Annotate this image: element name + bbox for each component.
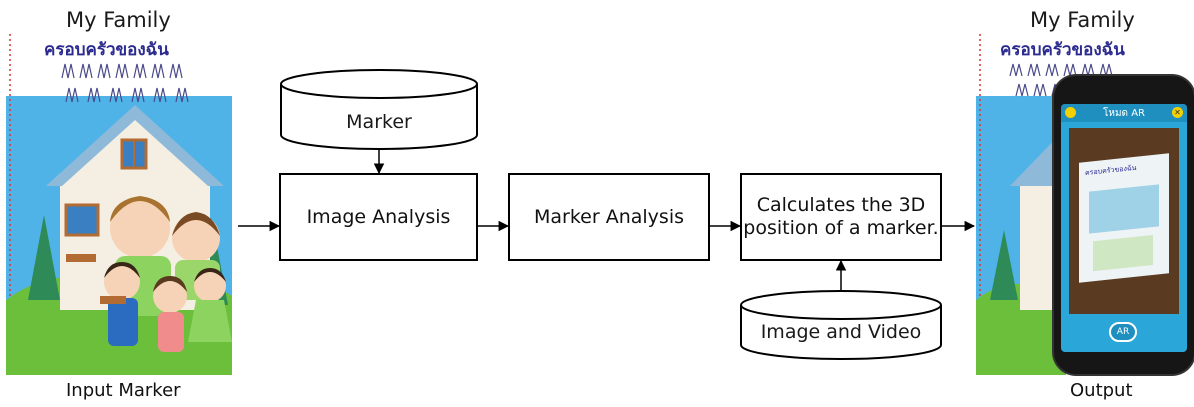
calc-label-line1: Calculates the 3D bbox=[756, 194, 926, 217]
phone-screen: โหมด AR ✕ ครอบครัวของฉัน AR bbox=[1061, 104, 1187, 352]
ar-button-label: AR bbox=[1116, 327, 1130, 337]
input-cover-thai-title: ครอบครัวของฉัน bbox=[44, 40, 169, 60]
image-analysis-label: Image Analysis bbox=[306, 205, 451, 228]
screen-close-icon[interactable]: ✕ bbox=[1172, 107, 1183, 118]
calc-label-line2: position of a marker. bbox=[743, 217, 939, 239]
image-analysis-box: Image Analysis bbox=[279, 173, 478, 261]
input-marker-caption: Input Marker bbox=[66, 380, 181, 401]
media-db-label: Image and Video bbox=[760, 321, 922, 343]
family-characters bbox=[104, 196, 232, 352]
output-illustration: My Family ครอบครัวของฉัน โหมด AR ✕ ครอบค… bbox=[970, 0, 1194, 375]
ar-camera-view: ครอบครัวของฉัน bbox=[1069, 128, 1179, 314]
screen-header: โหมด AR ✕ bbox=[1061, 104, 1187, 122]
calc-3d-position-box: Calculates the 3D position of a marker. bbox=[740, 173, 942, 261]
marker-analysis-label: Marker Analysis bbox=[534, 205, 684, 228]
ar-card-title: ครอบครัวของฉัน bbox=[1085, 163, 1137, 178]
input-marker-illustration: My Family ครอบครัวของฉัน bbox=[0, 0, 232, 375]
smartphone: โหมด AR ✕ ครอบครัวของฉัน AR bbox=[1054, 76, 1194, 374]
ar-button[interactable]: AR bbox=[1109, 322, 1137, 342]
input-cover-art bbox=[6, 0, 232, 375]
marker-db-cylinder bbox=[280, 69, 478, 150]
screen-menu-icon[interactable] bbox=[1065, 107, 1076, 118]
output-cover-art bbox=[976, 0, 1080, 375]
ar-video-panel bbox=[1089, 184, 1159, 234]
ar-family-thumbnail bbox=[1093, 234, 1153, 272]
output-cover-thai-title: ครอบครัวของฉัน bbox=[1000, 40, 1125, 60]
sign-language-hands-icon bbox=[61, 63, 189, 103]
output-caption: Output bbox=[1070, 380, 1133, 401]
marker-db-label: Marker bbox=[346, 111, 412, 133]
input-cover-title: My Family bbox=[66, 8, 171, 32]
ar-book-card: ครอบครัวของฉัน bbox=[1079, 153, 1169, 283]
marker-analysis-box: Marker Analysis bbox=[508, 173, 710, 261]
screen-title: โหมด AR bbox=[1102, 108, 1146, 119]
output-cover-title: My Family bbox=[1030, 8, 1135, 32]
